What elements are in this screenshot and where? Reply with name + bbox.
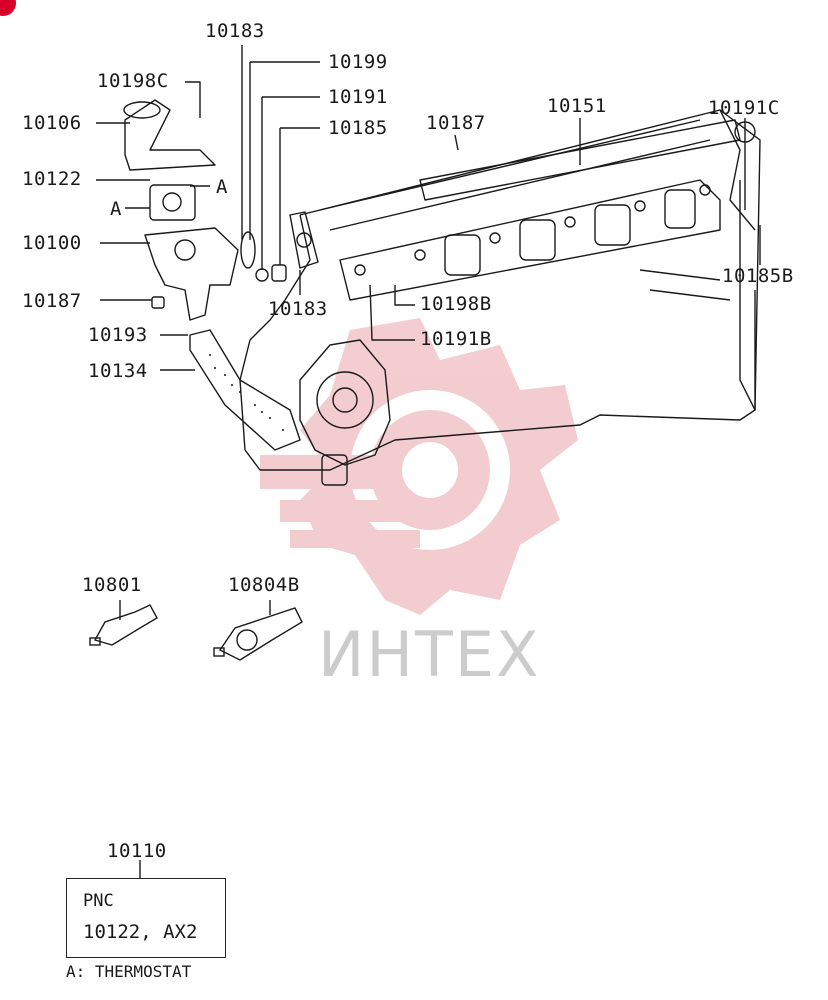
water-pump (299, 339, 391, 466)
legend-box: PNC 10122, AX2 (66, 878, 226, 958)
sensor-10801-icon (93, 604, 158, 646)
part-label: 10106 (22, 112, 82, 134)
part-label: 10193 (88, 324, 148, 346)
thermostat-housing (144, 227, 239, 321)
thermostat (149, 184, 196, 221)
part-label: 10122 (22, 168, 82, 190)
thermostat-cover (124, 99, 216, 171)
part-label: 10801 (82, 574, 142, 596)
part-label: 10134 (88, 360, 148, 382)
water-hose (189, 329, 301, 451)
temperature-sensors (89, 604, 303, 661)
part-label: 10199 (328, 51, 388, 73)
watermark-text: ИНТЕХ (318, 618, 541, 691)
part-label: 10151 (547, 95, 607, 117)
part-label: 10198C (97, 70, 169, 92)
footnote: A: THERMOSTAT (66, 962, 192, 981)
watermark-gear-icon (260, 318, 578, 615)
brand-badge-icon (0, 0, 16, 16)
part-label: 10191 (328, 86, 388, 108)
part-label: 10191B (420, 328, 492, 350)
part-label: 10183 (205, 20, 265, 42)
part-label: 10198B (420, 293, 492, 315)
legend-part-code: 10122, AX2 (83, 921, 198, 943)
part-label: 10183 (268, 298, 328, 320)
legend-pnc: PNC (83, 891, 114, 911)
part-label: 10110 (107, 840, 167, 862)
part-label: 10187 (426, 112, 486, 134)
sensor-10804B-icon (218, 607, 303, 661)
part-label: A (110, 198, 122, 220)
part-label: A (216, 176, 228, 198)
engine-block-outline (244, 109, 761, 471)
part-label: 10191C (708, 97, 780, 119)
part-label: 10804B (228, 574, 300, 596)
exhaust-manifold (339, 179, 721, 301)
part-label: 10100 (22, 232, 82, 254)
part-label: 10185B (722, 265, 794, 287)
part-label: 10185 (328, 117, 388, 139)
part-label: 10187 (22, 290, 82, 312)
